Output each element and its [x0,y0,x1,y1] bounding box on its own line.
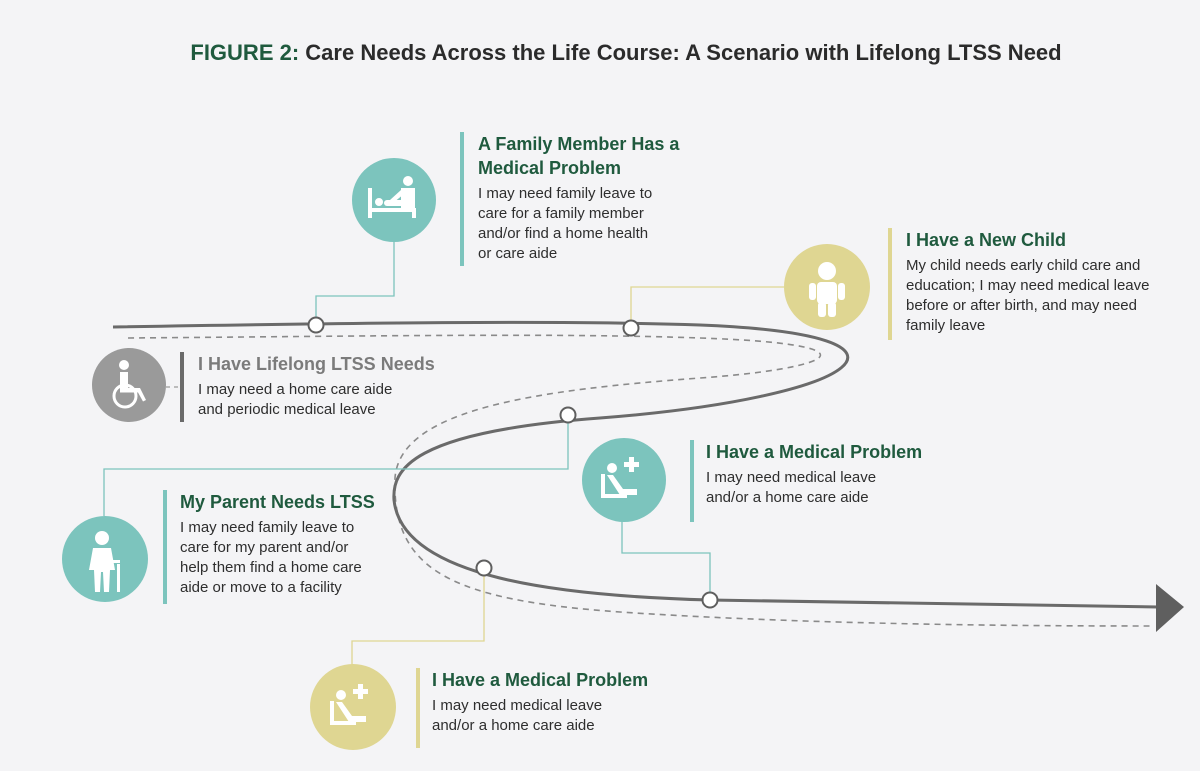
callout-body: I may need family leave to care for my p… [180,519,362,596]
figure-title: FIGURE 2: Care Needs Across the Life Cou… [0,40,1200,66]
callout-body: My child needs early child care and educ… [906,257,1150,334]
callout-title: My Parent Needs LTSS [180,492,375,512]
callout-medical-problem-2: I Have a Medical Problem I may need medi… [416,668,702,748]
event-marker-parent [559,406,577,424]
event-marker-medical-2 [475,559,493,577]
connector-medical-1 [621,518,711,600]
callout-medical-problem-1: I Have a Medical Problem I may need medi… [690,440,976,522]
callout-family-member: A Family Member Has a Medical Problem I … [460,132,708,266]
callout-bar [180,352,184,422]
callout-title: I Have a New Child [906,230,1067,250]
callout-new-child: I Have a New Child My child needs early … [888,228,1176,340]
elderly-icon [62,516,148,602]
event-marker-family-member [307,316,325,334]
connector-medical-2 [351,568,485,665]
callout-body: I may need family leave to care for a fa… [478,185,653,262]
callout-body: I may need a home care aide and periodic… [198,381,393,418]
callout-title: I Have Lifelong LTSS Needs [198,354,435,374]
callout-title: A Family Member Has a Medical Problem [478,134,680,178]
wheelchair-icon [92,348,166,422]
callout-lifelong-ltss: I Have Lifelong LTSS Needs I may need a … [180,352,498,422]
callout-bar [460,132,464,266]
callout-bar [888,228,892,340]
dashed-path [127,334,1151,627]
patient-medical-icon [582,438,666,522]
callout-title: I Have a Medical Problem [706,442,923,462]
connector-family-member [315,238,395,324]
callout-title: I Have a Medical Problem [432,670,649,690]
connector-new-child [630,286,784,328]
callout-parent-ltss: My Parent Needs LTSS I may need family l… [163,490,400,604]
caregiver-bed-icon [352,158,436,242]
callout-bar [416,668,420,748]
callout-body: I may need medical leave and/or a home c… [706,469,877,506]
callout-bar [163,490,167,604]
event-marker-new-child [622,319,640,337]
child-icon [784,244,870,330]
figure-number: FIGURE 2: [190,40,300,65]
path-arrowhead [1156,584,1184,632]
callout-body: I may need medical leave and/or a home c… [432,697,603,734]
patient-medical-icon [310,664,396,750]
callout-bar [690,440,694,522]
figure-title-text: Care Needs Across the Life Course: A Sce… [305,40,1062,65]
event-marker-medical-1 [701,591,719,609]
solid-path [112,320,1159,609]
connector-parent [103,415,569,516]
